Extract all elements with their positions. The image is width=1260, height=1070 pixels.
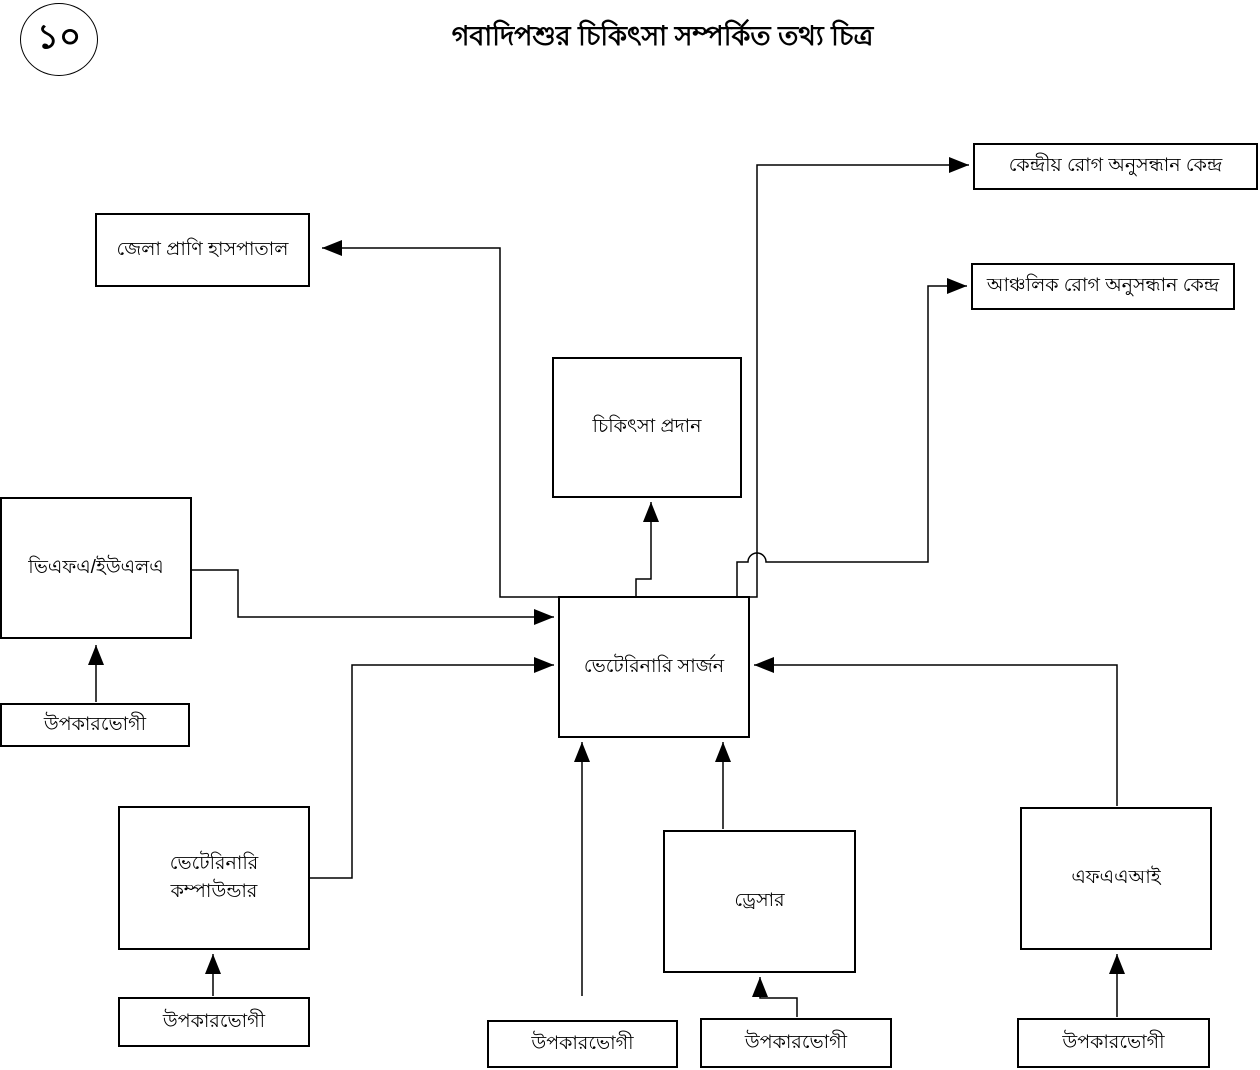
node-label: ভিএফএ/ইউএলএ [28,556,164,578]
node-beneficiary-middle: উপকারভোগী [487,1020,678,1068]
node-label-line2: কম্পাউন্ডার [170,881,258,902]
node-beneficiary-dresser: উপকারভোগী [700,1018,892,1068]
node-vfa-ula: ভিএফএ/ইউএলএ [0,497,192,639]
node-label-line1: ভেটেরিনারি [169,852,259,874]
node-label: উপকারভোগী [1062,1031,1165,1053]
node-label: উপকারভোগী [531,1032,634,1054]
node-district-animal-hospital: জেলা প্রাণি হাসপাতাল [95,213,310,287]
edge-surgeon-to-central-disease-center [750,157,969,598]
node-label: ড্রেসার [734,890,785,912]
page-title: গবাদিপশুর চিকিৎসা সম্পর্কিত তথ্য চিত্র [451,21,874,51]
node-label: ভেটেরিনারি সার্জন [583,655,725,677]
node-treatment-provision: চিকিৎসা প্রদান [552,357,742,498]
node-regional-disease-center: আঞ্চলিক রোগ অনুসন্ধান কেন্দ্র [971,263,1235,310]
node-label: উপকারভোগী [744,1031,848,1053]
edge-surgeon-to-regional-disease-center [736,278,967,597]
page-number: ১০ [36,18,82,56]
node-label: জেলা প্রাণি হাসপাতাল [116,238,289,260]
edge-compounder-to-surgeon [310,657,554,879]
node-label: চিকিৎসা প্রদান [592,416,702,438]
node-label: আঞ্চলিক রোগ অনুসন্ধান কেন্দ্র [986,275,1220,297]
edge-beneficiary-to-dresser [752,977,798,1017]
node-label: এফএএআই [1071,867,1161,889]
node-beneficiary-vfa: উপকারভোগী [0,703,190,747]
node-label: উপকারভোগী [43,713,147,735]
edge-surgeon-to-treatment-provision [635,502,659,597]
edge-vfa-to-surgeon [192,569,554,625]
node-central-disease-center: কেন্দ্রীয় রোগ অনুসন্ধান কেন্দ্র [973,143,1258,190]
node-beneficiary-fai: উপকারভোগী [1017,1018,1210,1068]
node-label: উপকারভোগী [162,1010,266,1032]
node-veterinary-compounder: ভেটেরিনারি কম্পাউন্ডার [118,806,310,950]
edge-surgeon-to-district-hospital [322,240,558,598]
node-veterinary-surgeon: ভেটেরিনারি সার্জন [558,596,750,738]
node-fai: এফএএআই [1020,807,1212,950]
page-number-badge: ১০ [20,3,98,76]
node-label: কেন্দ্রীয় রোগ অনুসন্ধান কেন্দ্র [1008,155,1223,177]
node-dresser: ড্রেসার [663,830,856,973]
edge-fai-to-surgeon [754,657,1118,806]
node-beneficiary-compounder: উপকারভোগী [118,997,310,1047]
